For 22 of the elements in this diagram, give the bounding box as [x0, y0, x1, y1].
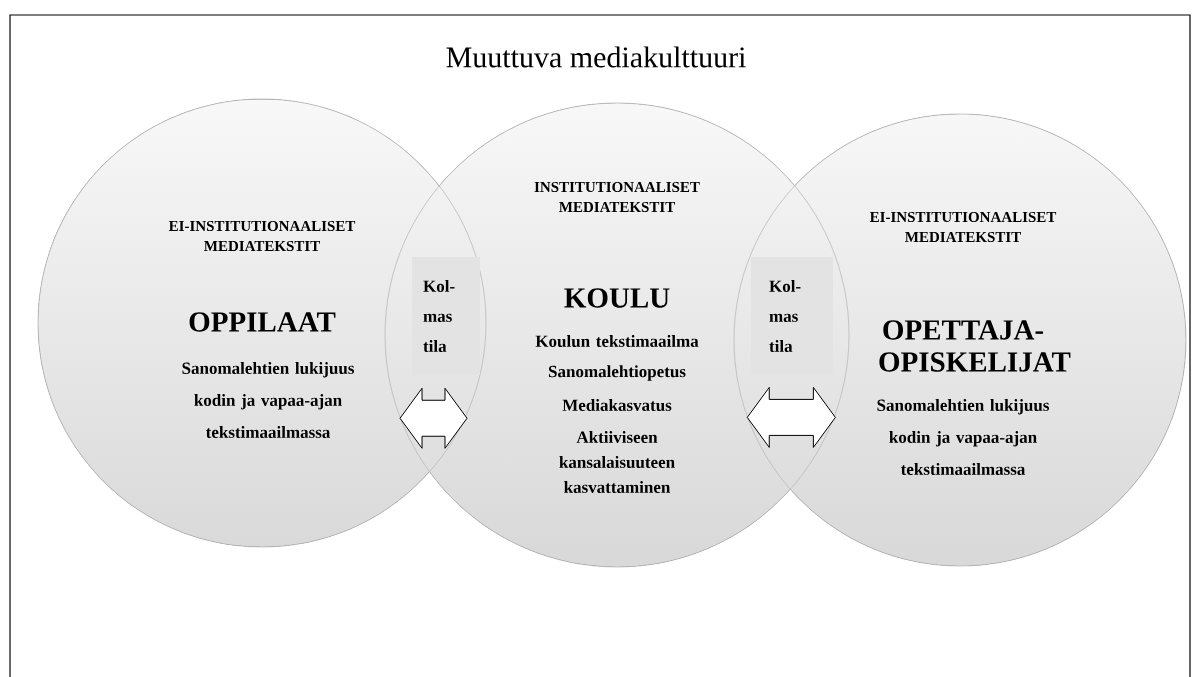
double-arrow [746, 386, 836, 448]
list-item: Sanomalehtiopetus [548, 365, 686, 381]
title: Muuttuva mediakulttuuri [446, 46, 746, 68]
label-box: Kol- mas tila [751, 257, 833, 375]
circle-text: Sanomalehtien lukijuus kodin ja vapaa-ajan tekstimaailmassa [182, 362, 354, 438]
label-box: Kol- mas tila [412, 257, 480, 375]
circle-title: OPPILAAT [189, 312, 336, 332]
list-item: Mediakasvatus [562, 399, 672, 411]
circle-title: KOULU [564, 288, 670, 308]
circle-text: Sanomalehtien lukijuus kodin ja vapaa-ajan tekstimaailmassa [877, 399, 1049, 475]
double-arrow [399, 387, 468, 449]
venn-circle [37, 98, 487, 548]
list-item: Aktiiviseen kansalaisuuteen kasvattaminen [559, 431, 675, 493]
circle-heading: EI-INSTITUTIONAALISET MEDIATEKSTIT [869, 211, 1057, 242]
venn-circle [733, 113, 1187, 567]
venn-circle [384, 102, 850, 568]
node-label: Kol- mas tila [769, 280, 801, 352]
circle-title: OPETTAJA- OPISKELIJAT [879, 320, 1071, 372]
circle-heading: INSTITUTIONAALISET MEDIATEKSTIT [534, 181, 700, 212]
node-label: Kol- mas tila [423, 280, 455, 352]
circle-heading: EI-INSTITUTIONAALISET MEDIATEKSTIT [168, 220, 356, 251]
list-item: Koulun tekstimaailma [535, 335, 699, 347]
